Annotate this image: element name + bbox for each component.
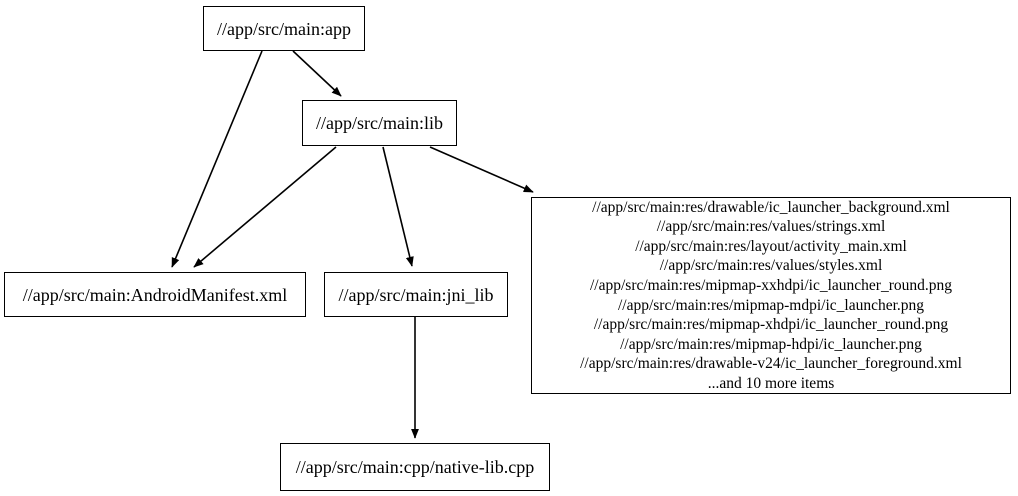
edge-lib-to-manifest [193,146,337,268]
graph-node-jni-lib[interactable]: //app/src/main:jni_lib [324,272,508,317]
graph-node-app-label: //app/src/main:app [217,18,351,39]
graph-node-resources-label: //app/src/main:res/drawable/ic_launcher_… [580,198,962,392]
edge-app-to-lib [292,50,342,97]
edge-lib-to-jni-lib [382,146,414,267]
graph-node-android-manifest-label: //app/src/main:AndroidManifest.xml [22,284,288,305]
graph-node-lib-label: //app/src/main:lib [316,113,443,133]
graph-node-resources[interactable]: //app/src/main:res/drawable/ic_launcher_… [531,197,1011,394]
graph-node-native-lib-cpp-label: //app/src/main:cpp/native-lib.cpp [295,457,535,477]
graph-node-lib[interactable]: //app/src/main:lib [302,100,457,146]
graph-node-android-manifest[interactable]: //app/src/main:AndroidManifest.xml [4,272,306,317]
edge-lib-to-resources [429,146,534,193]
graph-node-jni-lib-label: //app/src/main:jni_lib [338,284,494,305]
edge-app-to-manifest [171,50,263,268]
graph-node-native-lib-cpp[interactable]: //app/src/main:cpp/native-lib.cpp [280,443,550,491]
graph-node-app[interactable]: //app/src/main:app [203,6,365,51]
